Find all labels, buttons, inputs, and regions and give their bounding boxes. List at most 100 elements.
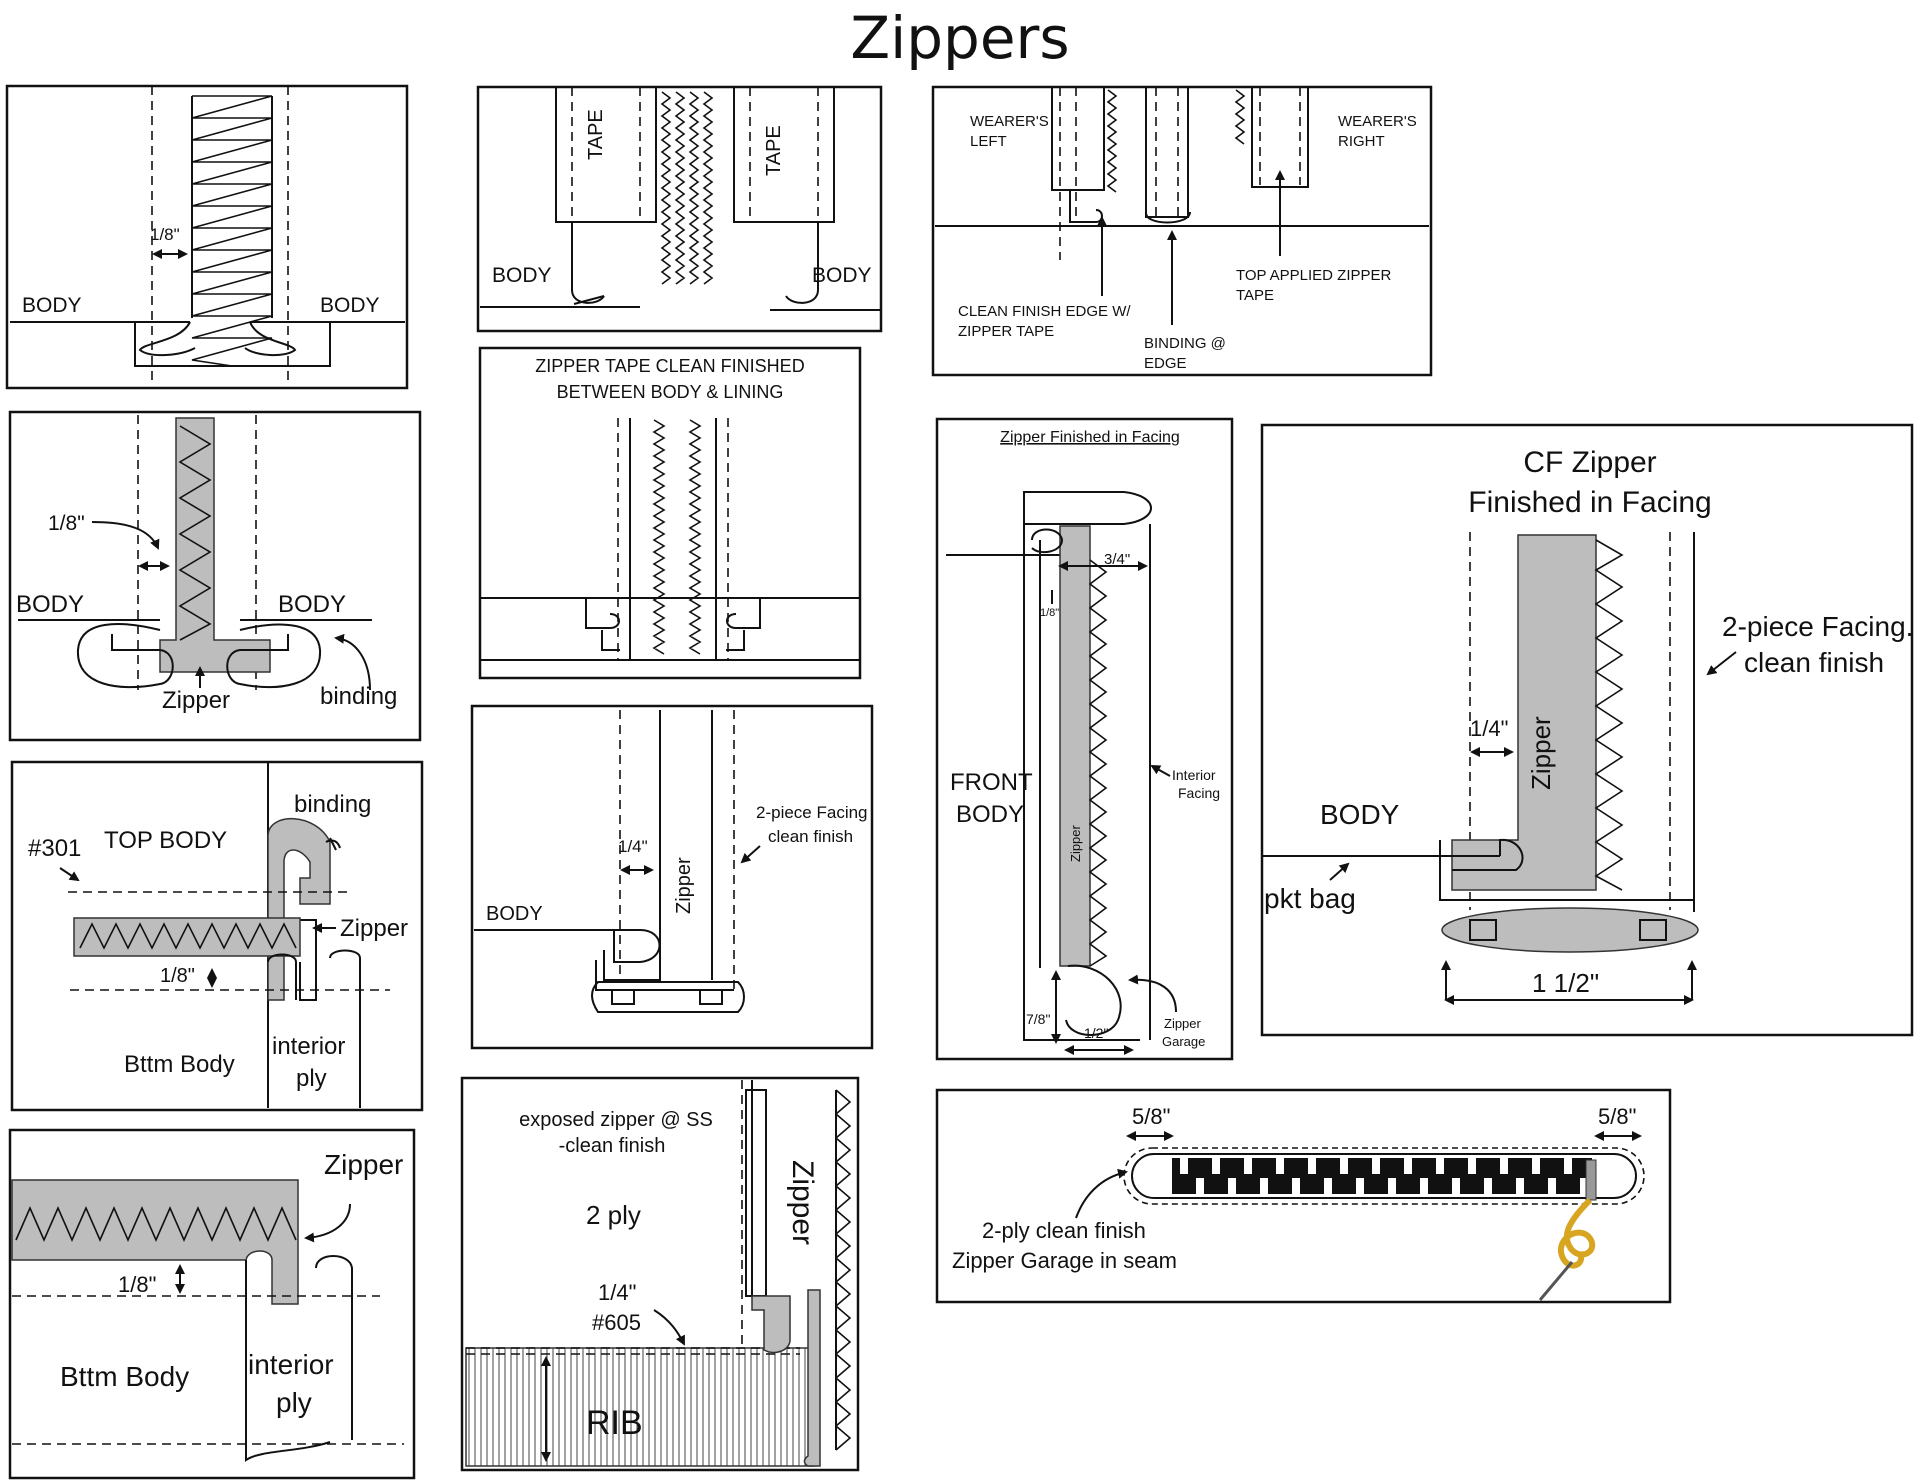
panel-6-dim-small: 1/8": [1040, 607, 1059, 619]
panel-9-frame: [470, 704, 874, 1050]
panel-6-garage-2: Garage: [1162, 1034, 1205, 1049]
panel-1-frame: [5, 84, 409, 390]
panel-4-body-left: BODY: [16, 591, 84, 618]
panel-3-clean-finish-1: CLEAN FINISH EDGE W/: [958, 303, 1131, 320]
panel-10-bttm-body: Bttm Body: [60, 1361, 189, 1392]
panel-1-dim: 1/8": [150, 225, 180, 244]
panel-12-dim-right: 5/8": [1598, 1104, 1636, 1129]
panel-9-dim: 1/4": [618, 837, 648, 856]
panel-3-binding-2: EDGE: [1144, 355, 1187, 372]
panel-3-top-applied-1: TOP APPLIED ZIPPER: [1236, 267, 1392, 284]
panel-8-frame: [10, 760, 424, 1112]
panel-8-binding: binding: [294, 791, 371, 818]
panel-3-top-applied-2: TAPE: [1236, 287, 1274, 304]
panel-2-tape-right: TAPE: [763, 125, 785, 176]
panel-8-code: #301: [28, 835, 81, 862]
panel-11-title-2: -clean finish: [559, 1135, 666, 1157]
panel-7-dim: 1/4": [1470, 716, 1508, 741]
panel-10-interior-1: interior: [248, 1349, 334, 1380]
panel-6-front-2: BODY: [956, 801, 1024, 828]
panel-11-dim: 1/4": [598, 1280, 636, 1305]
panel-5-title-1: ZIPPER TAPE CLEAN FINISHED: [535, 356, 804, 376]
panel-10-frame: [8, 1128, 416, 1480]
panel-11-title-1: exposed zipper @ SS: [519, 1109, 713, 1131]
panel-12-label-1: 2-ply clean finish: [982, 1218, 1146, 1243]
panel-11-ply: 2 ply: [586, 1200, 641, 1230]
panel-9-facing-2: clean finish: [768, 827, 853, 846]
panel-2-frame: [476, 85, 883, 333]
panel-6-zipper: Zipper: [1068, 824, 1083, 862]
panel-7-facing-1: 2-piece Facing.: [1722, 611, 1913, 642]
panel-3-binding-1: BINDING @: [1144, 335, 1226, 352]
panel-4-dim: 1/8": [48, 512, 85, 535]
panel-tape-between-body-lining: ZIPPER TAPE CLEAN FINISHED BETWEEN BODY …: [478, 346, 862, 680]
panel-4-binding: binding: [320, 683, 397, 710]
zipper-pull-cord: [1538, 1159, 1597, 1301]
panel-8-zipper: Zipper: [340, 915, 408, 942]
panel-8-bttm-body: Bttm Body: [124, 1051, 235, 1078]
panel-7-title-2: Finished in Facing: [1468, 486, 1711, 519]
panel-two-piece-facing: 2-piece Facing clean finish 1/4" Zipper …: [470, 704, 874, 1050]
panel-4-body-right: BODY: [278, 591, 346, 618]
panel-3-wearers-right-2: RIGHT: [1338, 133, 1385, 150]
panel-12-label-2: Zipper Garage in seam: [952, 1248, 1177, 1273]
panel-3-wearers-left-1: WEARER'S: [970, 113, 1049, 130]
panel-7-pkt-bag: pkt bag: [1264, 883, 1356, 914]
panel-10-interior-2: ply: [276, 1387, 312, 1418]
panel-1-body-left: BODY: [22, 294, 82, 317]
panel-6-front-1: FRONT: [950, 769, 1033, 796]
panel-7-body: BODY: [1320, 799, 1400, 830]
panel-11-code: #605: [592, 1310, 641, 1335]
panel-3-wearers-left-2: LEFT: [970, 133, 1007, 150]
panel-12-dim-left: 5/8": [1132, 1104, 1170, 1129]
panel-10-dim: 1/8": [118, 1272, 156, 1297]
panel-3-clean-finish-2: ZIPPER TAPE: [958, 323, 1054, 340]
panel-7-frame: [1260, 423, 1914, 1037]
panel-1-body-right: BODY: [320, 294, 380, 317]
panel-2-tape-left: TAPE: [585, 109, 607, 160]
panel-6-dim-top: 3/4": [1104, 551, 1130, 568]
panel-8-interior-2: ply: [296, 1065, 327, 1092]
panel-9-body: BODY: [486, 903, 543, 925]
panel-11-frame: [460, 1076, 860, 1472]
panel-3-wearers-right-1: WEARER'S: [1338, 113, 1417, 130]
zipper-teeth: [1180, 1158, 1588, 1194]
panel-8-top-body: TOP BODY: [104, 827, 227, 854]
panel-cf-zipper-facing: CF Zipper Finished in Facing 2-piece Fac…: [1260, 423, 1914, 1037]
panel-zipper-garage-seam: 5/8" 5/8" 2-ply clean finish Zipper Gara…: [935, 1088, 1672, 1304]
panel-4-zipper: Zipper: [162, 687, 230, 714]
panel-zipper-interior-ply: Zipper 1/8" Bttm Body interior ply: [8, 1128, 416, 1480]
panel-2-body-left: BODY: [492, 264, 552, 287]
panel-6-interior-1: Interior: [1172, 767, 1216, 783]
panel-exposed-zipper-rib: exposed zipper @ SS -clean finish 2 ply …: [460, 1076, 860, 1472]
panel-6-title: Zipper Finished in Facing: [1000, 429, 1180, 446]
panel-7-dim-bottom: 1 1/2": [1532, 968, 1599, 998]
panel-2-body-right: BODY: [812, 264, 872, 287]
panel-9-zipper: Zipper: [673, 857, 695, 914]
panel-zigzag-stitch: 1/8" BODY BODY: [5, 84, 409, 390]
panel-6-garage-1: Zipper: [1164, 1016, 1202, 1031]
panel-11-rib: RIB: [586, 1404, 643, 1442]
panel-10-zipper: Zipper: [324, 1149, 403, 1180]
panel-6-frame: [935, 417, 1234, 1061]
panel-11-zipper: Zipper: [786, 1160, 819, 1245]
panel-8-dim: 1/8": [160, 965, 195, 987]
panel-wearer-left-right: WEARER'S LEFT WEARER'S RIGHT CLEAN FINIS…: [931, 85, 1433, 377]
panel-5-frame: [478, 346, 862, 680]
panel-top-body-binding: #301 TOP BODY binding Zipper 1/8" Bttm B…: [10, 760, 424, 1112]
panel-7-facing-2: clean finish: [1744, 647, 1884, 678]
panel-7-title-1: CF Zipper: [1523, 446, 1656, 479]
panel-8-interior-1: interior: [272, 1033, 345, 1060]
panel-zipper-finished-in-facing: Zipper Finished in Facing 3/4" 1/8" FRON…: [935, 417, 1234, 1061]
panel-7-zipper: Zipper: [1526, 716, 1556, 790]
panel-9-facing-1: 2-piece Facing: [756, 803, 868, 822]
panel-6-dim-bottom-v: 7/8": [1026, 1011, 1050, 1027]
panel-12-frame: [935, 1088, 1672, 1304]
panel-6-dim-bottom-h: 1/2": [1084, 1025, 1108, 1041]
panel-tape-body: TAPE TAPE BODY BODY: [476, 85, 883, 333]
panel-zipper-binding: 1/8" BODY BODY Zipper binding: [8, 410, 422, 742]
panel-4-frame: [8, 410, 422, 742]
panel-5-title-2: BETWEEN BODY & LINING: [557, 382, 784, 402]
panel-6-interior-2: Facing: [1178, 785, 1220, 801]
page-title: Zippers: [850, 4, 1070, 72]
